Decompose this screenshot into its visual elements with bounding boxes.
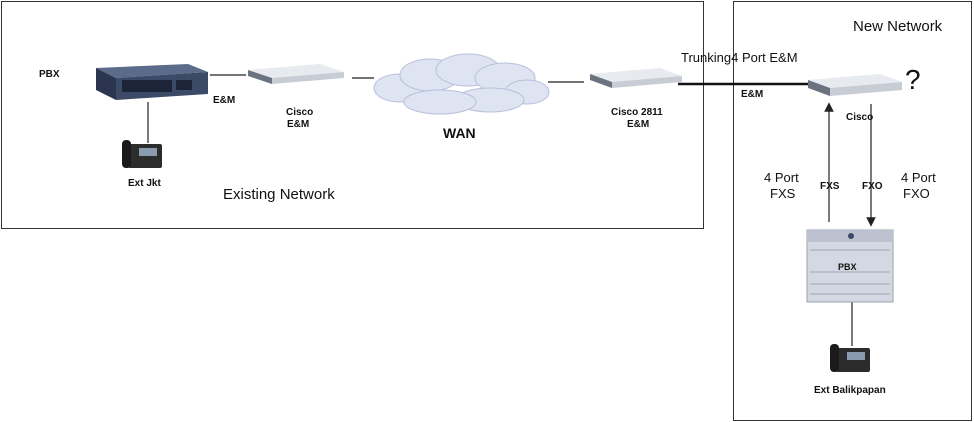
cisco-2811-router-icon <box>590 68 682 88</box>
question-mark-label: ? <box>905 64 921 95</box>
pbx-rack-icon <box>806 229 894 303</box>
existing-network-box <box>1 1 704 229</box>
fxs-arrow-label: FXS <box>820 181 840 192</box>
cisco-em-label: E&M <box>287 119 310 130</box>
phone-balikpapan-icon <box>830 344 870 372</box>
trunking-label: Trunking4 Port E&M <box>681 50 798 65</box>
new-network-label: New Network <box>853 18 943 35</box>
phone-jkt-icon <box>122 140 162 168</box>
fxs-type-label: FXS <box>770 186 796 201</box>
cisco-2811-em-label: E&M <box>627 119 650 130</box>
pbx-device-icon <box>96 64 208 100</box>
cisco-label: Cisco <box>286 107 314 118</box>
cisco-new-label: Cisco <box>846 112 874 123</box>
wan-label: WAN <box>443 125 476 141</box>
cisco-router-icon <box>248 64 344 84</box>
pbx-new-label: PBX <box>838 262 857 272</box>
ext-balikpapan-label: Ext Balikpapan <box>814 385 886 396</box>
fxo-type-label: FXO <box>903 186 930 201</box>
ext-jkt-label: Ext Jkt <box>128 178 161 189</box>
fxo-arrow-label: FXO <box>862 181 883 192</box>
fxs-port-label: 4 Port <box>764 170 799 185</box>
fxo-port-label: 4 Port <box>901 170 936 185</box>
pbx-em-link-label: E&M <box>213 95 236 106</box>
existing-network-label: Existing Network <box>223 186 335 203</box>
wan-cloud-icon <box>373 53 550 115</box>
cisco-router-new-icon <box>808 74 902 96</box>
em-trunk-label: E&M <box>741 89 764 100</box>
cisco-2811-label: Cisco 2811 <box>611 107 663 118</box>
pbx-label: PBX <box>39 69 60 80</box>
